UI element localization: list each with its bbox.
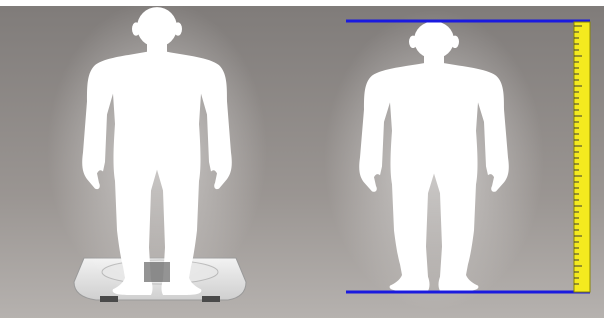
- weight-figure: [47, 0, 267, 302]
- top-border: [0, 0, 604, 6]
- height-figure: [324, 10, 544, 310]
- bottom-border: [0, 318, 604, 324]
- measuring-ruler-icon: [574, 22, 590, 292]
